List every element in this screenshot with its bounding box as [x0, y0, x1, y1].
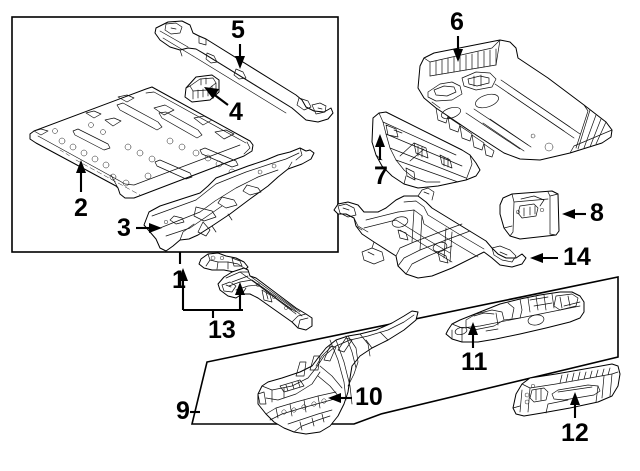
callout-3[interactable]: 3	[117, 214, 131, 242]
callout-4[interactable]: 4	[229, 98, 243, 126]
part-rear-floor-pan	[417, 39, 613, 161]
callout-6[interactable]: 6	[450, 8, 464, 36]
part-rear-side-rail	[445, 291, 585, 343]
callout-1[interactable]: 1	[172, 266, 186, 294]
part-seat-mount-brackets-pair	[198, 252, 313, 331]
leader-14	[530, 253, 558, 263]
leader-7	[375, 134, 385, 160]
part-rear-subframe-assembly	[333, 187, 527, 279]
side-member-box	[190, 276, 619, 425]
callout-10[interactable]: 10	[355, 383, 383, 411]
part-rocker-reinforcement	[512, 363, 621, 417]
callout-13[interactable]: 13	[208, 316, 236, 344]
leader-2	[76, 160, 86, 192]
part-floor-crossmember	[154, 20, 334, 123]
callout-14[interactable]: 14	[563, 243, 591, 271]
callout-7[interactable]: 7	[374, 162, 388, 190]
callout-8[interactable]: 8	[590, 199, 604, 227]
part-rear-wheelhouse-bracket	[499, 190, 560, 240]
leader-13	[178, 268, 245, 318]
callout-5[interactable]: 5	[231, 16, 245, 44]
leader-11	[468, 322, 478, 348]
leader-8	[562, 209, 586, 219]
leader-4	[204, 87, 229, 106]
main-assembly-box	[11, 16, 339, 253]
leader-5	[235, 44, 245, 69]
leader-12	[570, 392, 580, 418]
part-front-side-rail	[257, 310, 419, 435]
leader-10	[328, 393, 352, 403]
part-floor-side-reinforcement	[143, 147, 315, 252]
callout-12[interactable]: 12	[561, 419, 589, 447]
leader-3	[136, 223, 162, 233]
part-rear-seat-crossmember	[371, 111, 481, 189]
callout-2[interactable]: 2	[74, 194, 88, 222]
callout-11[interactable]: 11	[461, 348, 488, 376]
leader-6	[453, 36, 463, 62]
callout-9[interactable]: 9	[176, 397, 190, 425]
part-front-floor-panel	[29, 86, 254, 199]
